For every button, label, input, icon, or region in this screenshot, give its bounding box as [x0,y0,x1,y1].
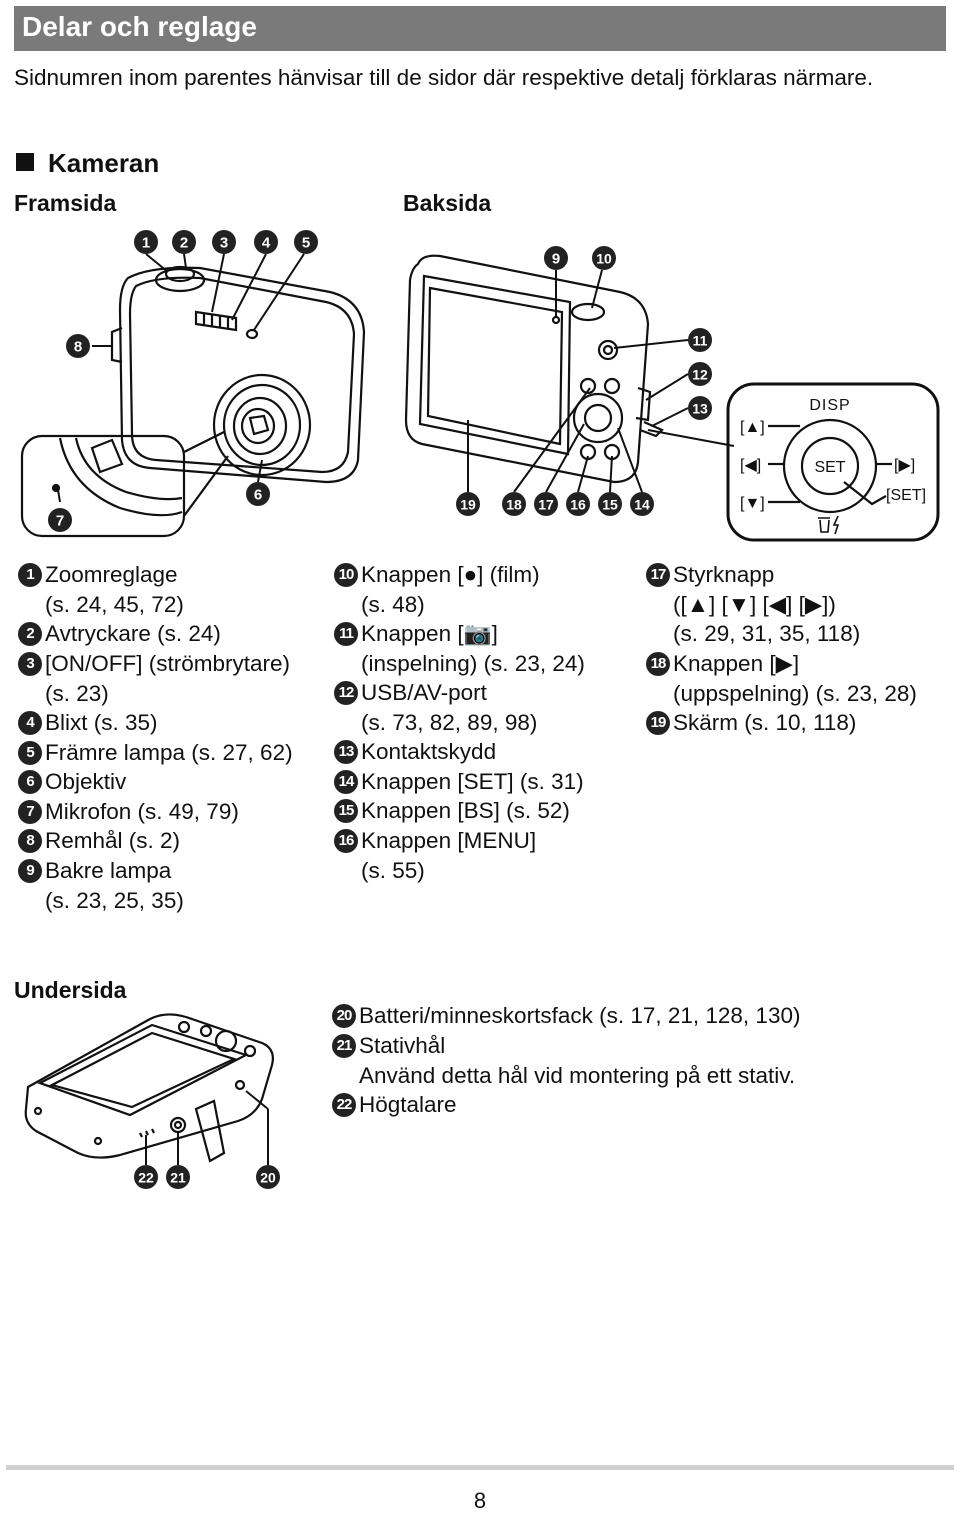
dpad-disp-label: DISP [809,397,850,414]
trash-flash-icon [818,515,840,535]
back-callouts: 9 10 11 12 13 19 18 17 16 15 14 [456,246,712,516]
callout-2: 2 [180,235,188,252]
callout-3: 3 [220,235,228,252]
callout-10: 10 [596,251,612,267]
callout-5: 5 [302,235,310,252]
callout-6: 6 [254,487,262,504]
back-title: Baksida [403,190,492,216]
footer-divider [6,1465,954,1470]
back-camera-illustration: DISP SET [▲] [◀] [▼] [▶] [SET] 9 10 11 1… [404,246,940,542]
section-title: Kameran [48,148,160,178]
callout-8: 8 [74,339,82,356]
dpad-right-label: [▶] [894,457,915,474]
callout-4: 4 [262,235,271,252]
callout-7: 7 [56,513,64,530]
bottom-title: Undersida [14,977,127,1003]
callout-1: 1 [142,235,150,252]
section-square-icon [16,153,34,171]
front-callouts: 1 2 3 4 5 6 7 8 [48,230,318,532]
list-item: 3[ON/OFF] (strömbrytare) (s. 23) [18,649,290,708]
callout-15: 15 [602,497,618,513]
callout-12: 12 [692,367,708,383]
callout-11: 11 [693,333,708,349]
callout-21: 21 [170,1170,186,1186]
callout-17: 17 [538,497,554,513]
front-camera-illustration: 1 2 3 4 5 6 7 8 [20,230,366,538]
callout-14: 14 [634,497,650,513]
callout-9: 9 [552,251,560,268]
title-bar [14,6,946,51]
page-title: Delar och reglage [22,11,257,42]
bottom-callouts: 22 21 20 [134,1165,280,1189]
callout-13: 13 [692,401,708,417]
intro-text: Sidnumren inom parentes hänvisar till de… [14,65,874,90]
callout-16: 16 [570,497,586,513]
dpad-down-label: [▼] [740,495,765,512]
dpad-set-label: [SET] [886,487,926,504]
front-title: Framsida [14,190,117,216]
dpad-up-label: [▲] [740,419,765,436]
callout-18: 18 [506,497,522,513]
callout-20: 20 [260,1170,276,1186]
bottom-camera-illustration: 22 21 20 [24,1013,280,1189]
dpad-left-label: [◀] [740,457,761,474]
callout-19: 19 [460,497,476,513]
dpad-set-center: SET [814,459,845,476]
callout-22: 22 [138,1170,154,1186]
page-number: 8 [473,1488,487,1513]
